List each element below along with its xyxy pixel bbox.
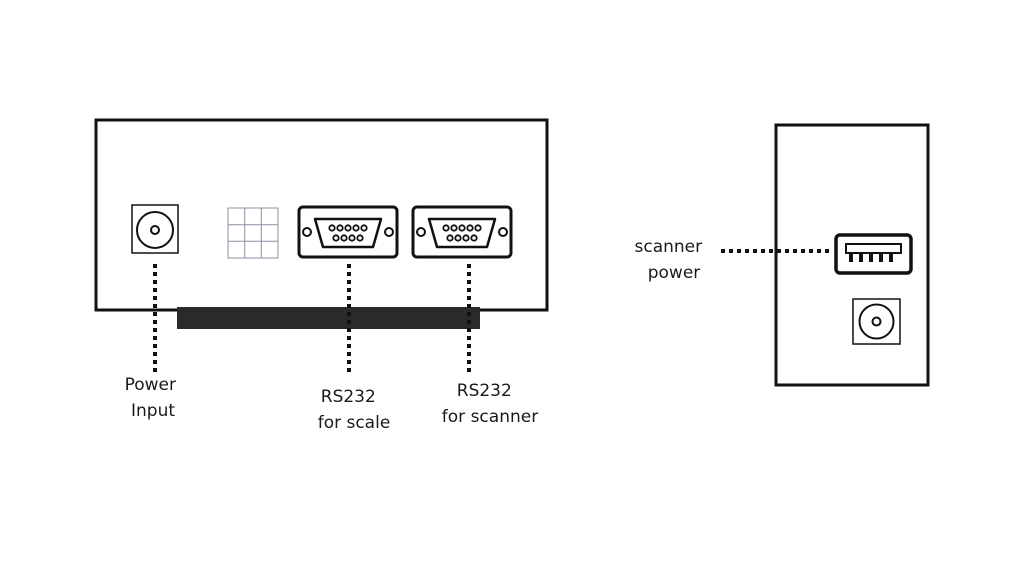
label-scanner-power: scanner power bbox=[634, 237, 707, 283]
db9-connector-icon bbox=[297, 205, 399, 259]
db9-connector-icon bbox=[411, 205, 513, 259]
label-rs232-scale: RS232 for scale bbox=[318, 387, 391, 433]
side-unit: scanner power bbox=[634, 123, 930, 387]
grid-port-icon bbox=[227, 207, 279, 259]
usb-port-icon bbox=[834, 233, 913, 275]
dc-jack-icon bbox=[852, 298, 901, 345]
label-power-input: Power Input bbox=[125, 375, 182, 421]
main-unit: Power Input RS232 for scale RS232 for sc… bbox=[94, 118, 549, 433]
main-unit-base-bar bbox=[177, 307, 480, 329]
label-rs232-scanner: RS232 for scanner bbox=[442, 381, 538, 427]
side-unit-body bbox=[774, 123, 930, 387]
dc-jack-icon bbox=[131, 204, 179, 254]
